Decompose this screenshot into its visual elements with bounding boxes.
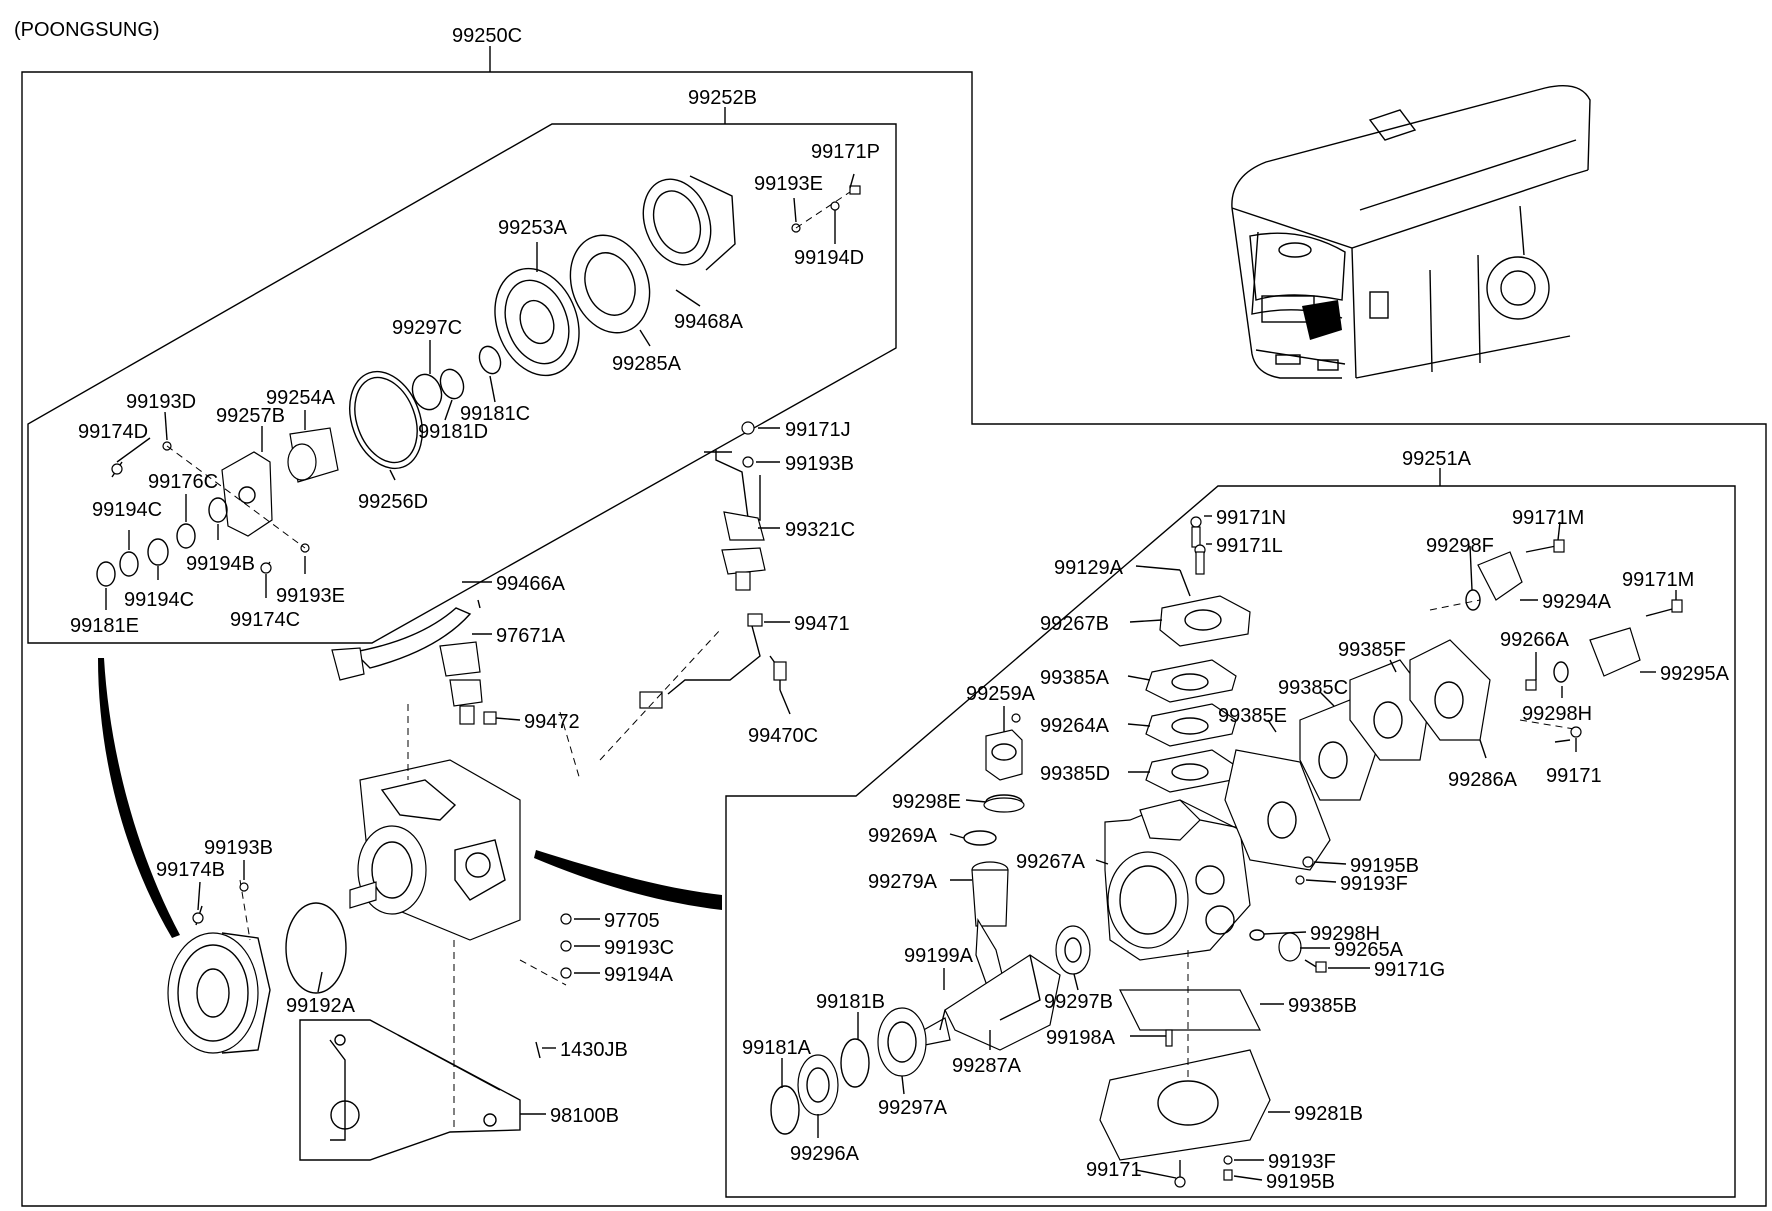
callout-label: 99194D — [794, 247, 864, 269]
callout-label: 98100B — [550, 1105, 619, 1127]
callout-label: 99266A — [1500, 629, 1570, 651]
compressor-internals — [770, 516, 1683, 1188]
callout-label: 99265A — [1334, 939, 1404, 961]
callout-label: 99193E — [276, 585, 345, 607]
callout-label: 99174B — [156, 859, 225, 881]
callout-label: 99194A — [604, 964, 674, 986]
callout-label: 99194C — [92, 499, 162, 521]
assembly-main-label: 99250C — [452, 25, 522, 47]
callout-label: 99466A — [496, 573, 566, 595]
callout-labels: 99171P 99193E 99194D 99253A 99468A 99285… — [70, 141, 1730, 1193]
callout-label: 99193D — [126, 391, 196, 413]
callout-label: 99297B — [1044, 991, 1113, 1013]
callout-label: 99176C — [148, 471, 218, 493]
callout-label: 99297C — [392, 317, 462, 339]
assembly-frames — [21, 46, 1767, 1207]
callout-label: 99171P — [811, 141, 880, 163]
variant-label: (POONGSUNG) — [14, 19, 160, 41]
callout-label: 99256D — [358, 491, 428, 513]
callout-label: 99129A — [1054, 557, 1124, 579]
callout-label: 99296A — [790, 1143, 860, 1165]
clutch-parts — [96, 175, 861, 587]
callout-label: 99471 — [794, 613, 850, 635]
callout-label: 99385A — [1040, 667, 1110, 689]
callout-label: 99171J — [785, 419, 851, 441]
callout-label: 99171G — [1374, 959, 1445, 981]
callout-label: 99264A — [1040, 715, 1110, 737]
callout-label: 99193C — [604, 937, 674, 959]
callout-label: 99298H — [1310, 923, 1380, 945]
callout-label: 99193F — [1340, 873, 1408, 895]
callout-label: 99281B — [1294, 1103, 1363, 1125]
callout-label: 1430JB — [560, 1039, 628, 1061]
callout-label: 99181A — [742, 1037, 812, 1059]
callout-label: 99294A — [1542, 591, 1612, 613]
callout-label: 99385C — [1278, 677, 1348, 699]
callout-label: 99385F — [1338, 639, 1406, 661]
callout-label: 99259A — [966, 683, 1036, 705]
callout-label: 99193F — [1268, 1151, 1336, 1173]
callout-label: 99254A — [266, 387, 336, 409]
callout-label: 99193B — [204, 837, 273, 859]
pipes-and-sensors — [331, 421, 787, 781]
callout-label: 99199A — [904, 945, 974, 967]
callout-label: 99195B — [1266, 1171, 1335, 1193]
callout-label: 99468A — [674, 311, 744, 333]
callout-label: 99472 — [524, 711, 580, 733]
callout-label: 99269A — [868, 825, 938, 847]
callout-label: 99181E — [70, 615, 139, 637]
callout-label: 99181D — [418, 421, 488, 443]
callout-label: 99171M — [1512, 507, 1584, 529]
callout-label: 99279A — [868, 871, 938, 893]
callout-label: 99321C — [785, 519, 855, 541]
callout-label: 99385D — [1040, 763, 1110, 785]
callout-label: 99171 — [1546, 765, 1602, 787]
callout-label: 99181C — [460, 403, 530, 425]
callout-label: 97705 — [604, 910, 660, 932]
callout-label: 99192A — [286, 995, 356, 1017]
callout-label: 99298F — [1426, 535, 1494, 557]
callout-label: 99285A — [612, 353, 682, 375]
callout-label: 99193E — [754, 173, 823, 195]
callout-label: 99267B — [1040, 613, 1109, 635]
callout-label: 99195B — [1350, 855, 1419, 877]
callout-label: 99286A — [1448, 769, 1518, 791]
callout-label: 99174C — [230, 609, 300, 631]
callout-label: 99171L — [1216, 535, 1283, 557]
assembly-compressor-label: 99251A — [1402, 448, 1472, 470]
compressor-main-body — [167, 759, 572, 1161]
callout-label: 99193B — [785, 453, 854, 475]
callout-label: 99174D — [78, 421, 148, 443]
callout-label: 99298H — [1522, 703, 1592, 725]
assembly-clutch-label: 99252B — [688, 87, 757, 109]
callout-label: 99297A — [878, 1097, 948, 1119]
callout-label: 99171M — [1622, 569, 1694, 591]
callout-label: 97671A — [496, 625, 566, 647]
callout-label: 99198A — [1046, 1027, 1116, 1049]
belt-indicators — [98, 658, 722, 938]
callout-label: 99385B — [1288, 995, 1357, 1017]
callout-label: 99267A — [1016, 851, 1086, 873]
callout-label: 99171 — [1086, 1159, 1142, 1181]
callout-label: 99385E — [1218, 705, 1287, 727]
callout-label: 99298E — [892, 791, 961, 813]
callout-label: 99171N — [1216, 507, 1286, 529]
callout-label: 99287A — [952, 1055, 1022, 1077]
callout-label: 99257B — [216, 405, 285, 427]
callout-label: 99253A — [498, 217, 568, 239]
callout-label: 99194B — [186, 553, 255, 575]
callout-label: 99295A — [1660, 663, 1730, 685]
callout-label: 99194C — [124, 589, 194, 611]
callout-label: 99181B — [816, 991, 885, 1013]
callout-label: 99470C — [748, 725, 818, 747]
bus-illustration — [1231, 85, 1591, 379]
